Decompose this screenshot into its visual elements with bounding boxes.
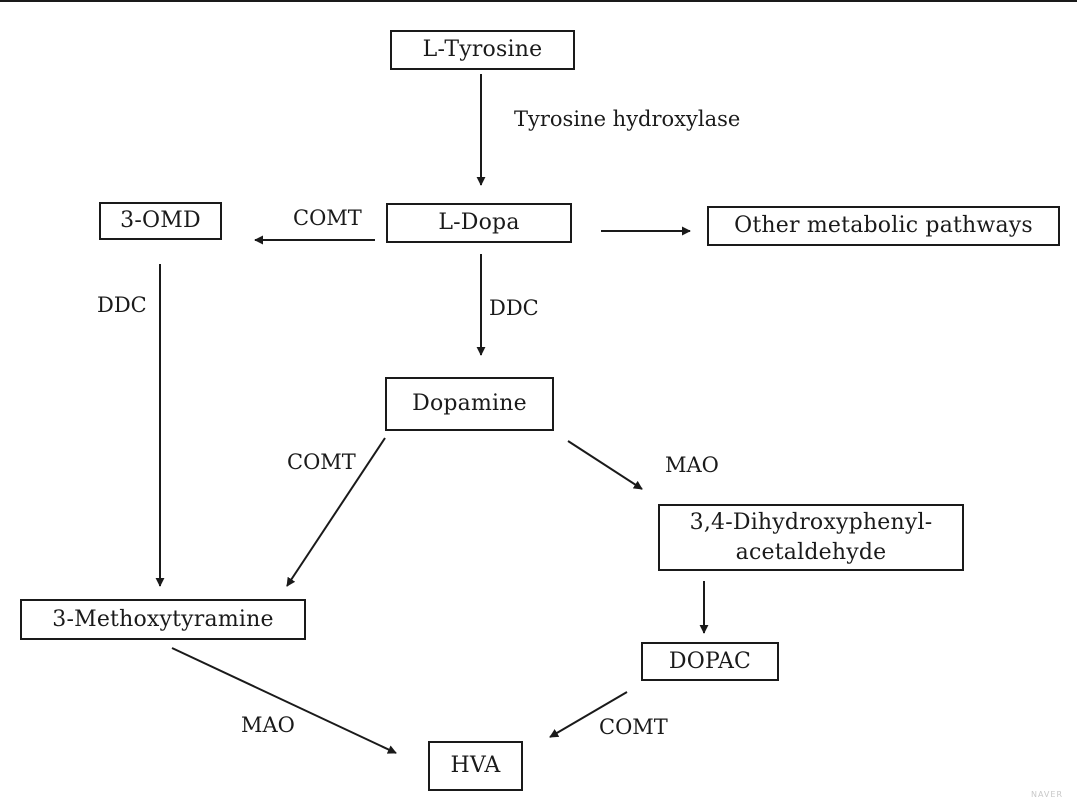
label-ddc-omd: DDC [97, 293, 147, 317]
label-comt-dopamine: COMT [287, 450, 356, 474]
node-l-tyrosine: L-Tyrosine [390, 30, 575, 70]
node-dopamine: Dopamine [385, 377, 554, 431]
naver-watermark: NAVER [1030, 790, 1063, 799]
arrow-methoxytyramine-to-hva [171, 647, 397, 754]
label-mao-dopamine: MAO [665, 453, 719, 477]
arrow-dopac-to-hva [549, 691, 628, 738]
arrow-dopamine-to-dihydroxyphenyl [567, 440, 643, 490]
node-3-omd: 3-OMD [99, 202, 222, 240]
label-tyrosine-hydroxylase: Tyrosine hydroxylase [514, 107, 741, 131]
label-comt-dopac: COMT [599, 715, 668, 739]
label-mao-methoxytyramine: MAO [241, 713, 295, 737]
label-comt-ldopa-omd: COMT [293, 206, 362, 230]
node-dihydroxyphenyl-line1: 3,4-Dihydroxyphenyl- [689, 509, 933, 535]
node-l-dopa: L-Dopa [386, 203, 572, 243]
node-hva: HVA [428, 741, 523, 791]
label-ddc-ldopa: DDC [489, 296, 539, 320]
node-dihydroxyphenylacetaldehyde: 3,4-Dihydroxyphenyl- acetaldehyde [658, 504, 964, 571]
arrow-dopamine-to-methoxytyramine [286, 437, 386, 587]
node-3-methoxytyramine: 3-Methoxytyramine [20, 599, 306, 640]
node-other-metabolic-pathways: Other metabolic pathways [707, 206, 1060, 246]
node-dopac: DOPAC [641, 642, 779, 681]
top-rule [0, 0, 1077, 2]
node-dihydroxyphenyl-line2: acetaldehyde [735, 539, 887, 565]
